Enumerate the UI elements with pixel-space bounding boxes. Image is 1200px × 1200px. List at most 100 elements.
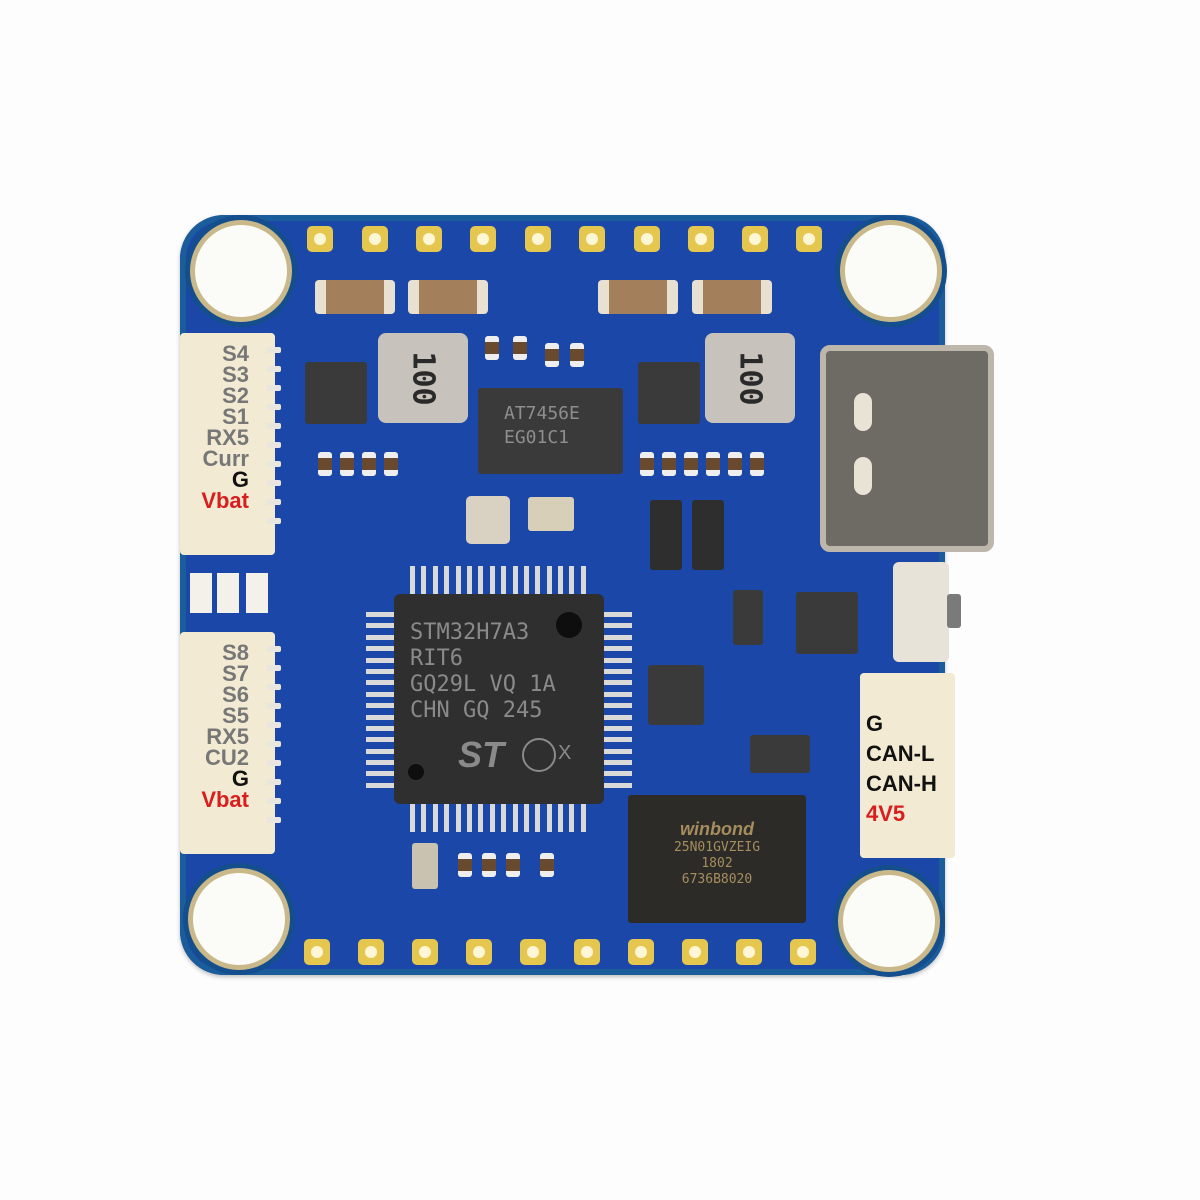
status-led [217,573,239,613]
usb-c-slot [854,457,872,495]
mosfet [733,590,763,645]
flash-line-1: 25N01GVZEIG [673,840,761,855]
smd-resistor [513,336,527,360]
status-led [190,573,212,613]
mold-dot [408,764,424,780]
smd-resistor [384,452,398,476]
solder-pad [520,939,546,965]
mcu-line-4: CHN GQ 245 [410,698,543,723]
pin-label: Vbat [201,787,249,812]
smd-resistor [684,452,698,476]
inductor-marking: 100 [732,350,768,406]
solder-pad [362,226,388,252]
solder-pad [525,226,551,252]
osd-chip: AT7456E EG01C1 [478,388,623,474]
smd-resistor [540,853,554,877]
smd-resistor [362,452,376,476]
solder-pad [304,939,330,965]
solder-pad [688,226,714,252]
capacitor [598,280,678,314]
usb-c-port[interactable] [820,345,994,552]
smd-resistor [340,452,354,476]
solder-pad [574,939,600,965]
flash-line-3: 6736B8020 [681,872,753,887]
connector-pins [267,646,281,836]
pin-label: RX5 [206,724,249,749]
solder-pad [466,939,492,965]
status-led [246,573,268,613]
mounting-hole-bottom-left [193,873,285,965]
left-bottom-connector[interactable]: S8 S7 S6 S5 RX5 CU2 G Vbat [180,632,281,854]
smd-resistor [706,452,720,476]
pin-label: S1 [222,404,249,429]
mcu-pins-top [410,566,586,594]
solder-pad [742,226,768,252]
pin-label: RX5 [206,425,249,450]
mcu-pins-left [366,612,394,788]
mcu-mark: X [558,742,572,764]
pin-label: S8 [222,640,249,665]
pin-label: S6 [222,682,249,707]
solder-pad [307,226,333,252]
pin-label: S2 [222,383,249,408]
smd-resistor [458,853,472,877]
solder-pad [358,939,384,965]
left-top-connector[interactable]: S4 S3 S2 S1 RX5 Curr G Vbat [180,333,281,555]
current-sense-ic [796,592,858,654]
solder-pad [790,939,816,965]
st-logo-icon: ST [458,734,505,775]
solder-pad [412,939,438,965]
battery-sense-resistor [412,843,438,889]
capacitor [315,280,395,314]
inductor-right: 100 [705,333,795,423]
diode [650,500,682,570]
mcu-pins-bottom [410,804,586,832]
mcu-line-3: GQ29L VQ 1A [410,672,556,697]
pin-label: S7 [222,661,249,686]
pin-label: G [231,766,249,791]
pin-label: G [866,711,884,736]
smd-resistor [506,853,520,877]
flash-brand: winbond [680,819,754,839]
smd-resistor [640,452,654,476]
flash-chip-winbond: winbond 25N01GVZEIG 1802 6736B8020 [628,795,806,923]
smd-resistor [318,452,332,476]
right-can-connector[interactable]: G CAN-L CAN-H 4V5 [860,673,955,858]
smd-resistor [545,343,559,367]
capacitor [408,280,488,314]
boot-button[interactable] [893,562,961,662]
usb-c-slot [854,393,872,431]
smd-resistor [728,452,742,476]
mounting-hole-top-left [195,225,287,317]
pin1-dot [556,612,582,638]
smd-resistor [570,343,584,367]
smd-resistor [482,853,496,877]
connector-pins [267,347,281,537]
smd-resistor [750,452,764,476]
solder-pad [579,226,605,252]
mounting-hole-top-right [845,225,937,317]
pin-label: CU2 [204,745,249,770]
pin-label: S3 [222,362,249,387]
pin-label: CAN-L [866,741,935,766]
solder-pad [628,939,654,965]
pin-label: S4 [222,341,249,366]
flash-line-2: 1802 [701,856,733,871]
mcu-line-2: RIT6 [410,646,463,671]
pin-label: G [231,467,249,492]
osd-chip-line-1: AT7456E [504,403,580,424]
diode [692,500,724,570]
pin-label: 4V5 [866,801,906,826]
mcu-stm32h7a3: STM32H7A3 RIT6 GQ29L VQ 1A CHN GQ 245 ST… [394,594,604,804]
barometer [466,496,510,544]
inductor-marking: 100 [405,350,441,406]
solder-pad [796,226,822,252]
pin-label: Vbat [201,488,249,513]
pin-label: CAN-H [866,771,937,796]
solder-pad [470,226,496,252]
osd-chip-line-2: EG01C1 [504,427,570,448]
ldo-regulator [750,735,810,773]
solder-pad [634,226,660,252]
mcu-pins-right [604,612,632,788]
smd-resistor [485,336,499,360]
